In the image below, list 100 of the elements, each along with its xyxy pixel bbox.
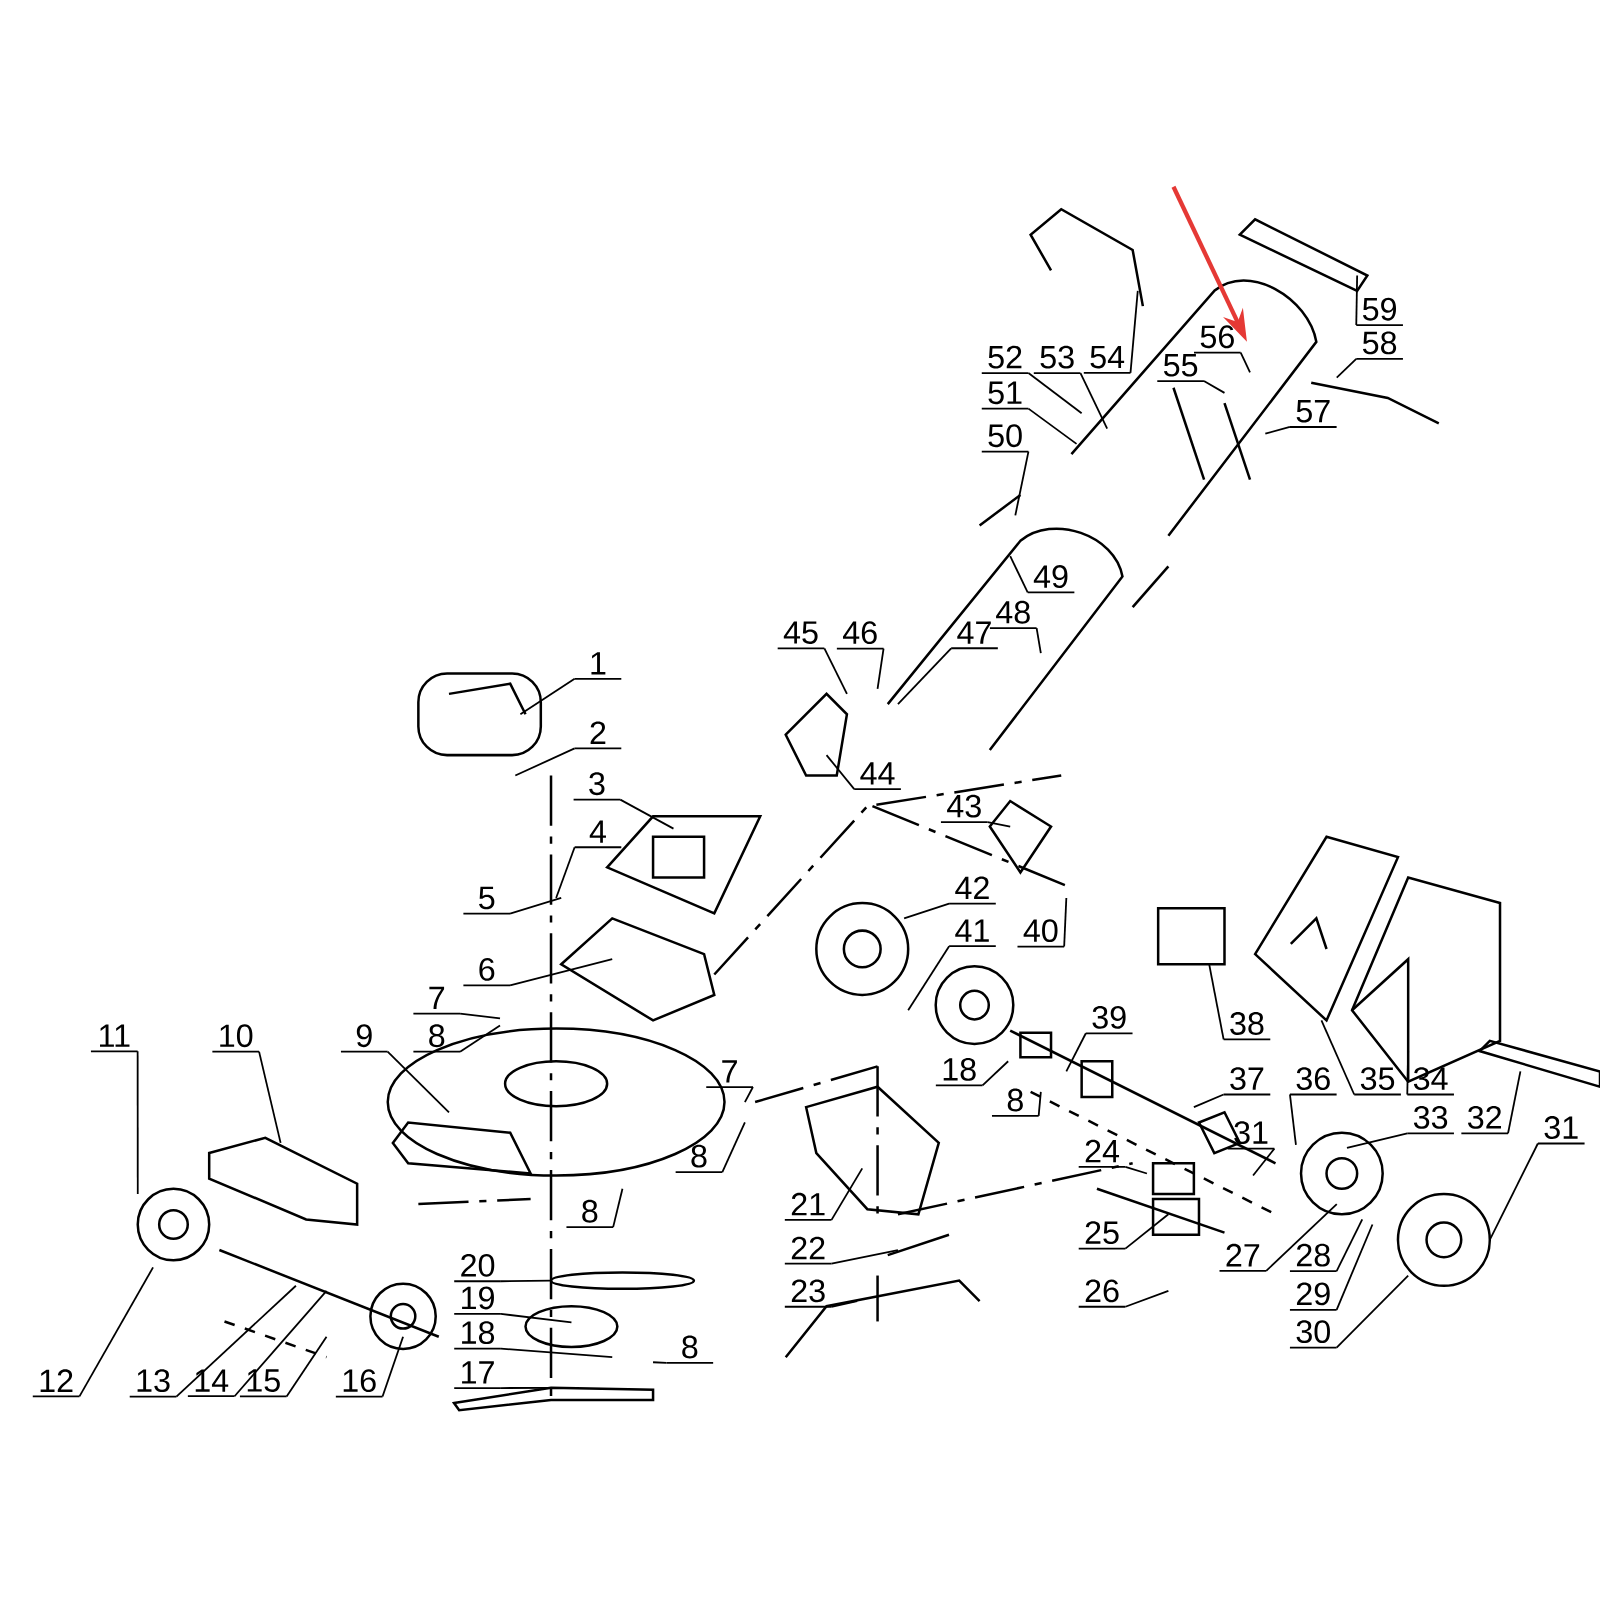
leader-line xyxy=(1335,1218,1364,1272)
callout-number: 34 xyxy=(1406,1067,1455,1096)
callout-number: 16 xyxy=(334,1369,384,1398)
callout-number: 5 xyxy=(462,886,511,915)
leader-line xyxy=(1289,1093,1297,1146)
callout-number: 47 xyxy=(950,621,999,650)
callout-number: 37 xyxy=(1222,1067,1272,1096)
leader-line xyxy=(1065,1032,1087,1073)
leader-line xyxy=(1124,1165,1148,1175)
callout-number: 8 xyxy=(665,1335,715,1364)
callout-number: 44 xyxy=(853,762,902,790)
leader-line xyxy=(1320,1019,1356,1096)
leader-line xyxy=(619,798,675,830)
callout-number: 31 xyxy=(1226,1121,1276,1150)
leader-line xyxy=(1208,963,1225,1041)
leader-line xyxy=(1335,1223,1374,1311)
leader-line xyxy=(500,1347,614,1359)
callout-number: 8 xyxy=(991,1088,1040,1117)
leader-line xyxy=(233,1289,328,1398)
callout-number: 41 xyxy=(948,919,997,948)
leader-line xyxy=(903,902,950,920)
callout-number: 7 xyxy=(705,1060,754,1088)
callout-number: 6 xyxy=(462,957,511,987)
leader-line xyxy=(136,1050,139,1195)
leader-line xyxy=(1264,426,1291,435)
callout-number: 8 xyxy=(412,1024,461,1053)
leader-line xyxy=(652,1361,668,1364)
leader-line xyxy=(1335,1274,1410,1349)
leader-line xyxy=(509,958,614,987)
callout-number: 22 xyxy=(783,1236,833,1265)
callout-number: 35 xyxy=(1353,1067,1402,1096)
leader-line xyxy=(721,1121,746,1173)
callout-number: 55 xyxy=(1156,354,1205,382)
leader-line xyxy=(500,1313,573,1324)
leader-line xyxy=(744,1086,754,1103)
leader-line xyxy=(830,1167,864,1221)
callout-number: 13 xyxy=(128,1369,178,1398)
leader-line xyxy=(986,821,1012,828)
leader-line xyxy=(1027,407,1078,445)
callout-number: 20 xyxy=(453,1253,502,1283)
callout-number: 59 xyxy=(1355,297,1404,326)
leader-line xyxy=(1063,897,1068,948)
leader-line xyxy=(1014,450,1030,517)
callout-number: 52 xyxy=(980,345,1030,374)
callout-number: 8 xyxy=(565,1199,615,1229)
callout-number: 11 xyxy=(90,1024,139,1053)
leader-line xyxy=(1193,1093,1225,1109)
callout-number: 25 xyxy=(1077,1221,1127,1250)
callout-number: 30 xyxy=(1289,1320,1338,1349)
callout-number: 32 xyxy=(1460,1105,1509,1135)
leader-line xyxy=(1507,1070,1522,1135)
callout-number: 23 xyxy=(783,1279,833,1308)
leader-line xyxy=(175,1284,297,1398)
callout-number: 8 xyxy=(674,1144,724,1173)
leader-line xyxy=(907,945,950,1012)
leader-line xyxy=(1265,1203,1338,1272)
callout-number: 7 xyxy=(412,986,461,1015)
callout-number: 18 xyxy=(934,1057,984,1087)
callout-number: 43 xyxy=(940,794,989,823)
leader-line xyxy=(1079,372,1109,430)
callout-number: 26 xyxy=(1077,1279,1127,1308)
callout-number: 46 xyxy=(835,621,885,650)
callout-number: 14 xyxy=(186,1369,236,1398)
callout-number: 36 xyxy=(1289,1067,1338,1096)
leader-line xyxy=(1124,1289,1170,1308)
callout-number: 29 xyxy=(1289,1282,1338,1311)
callout-number: 24 xyxy=(1077,1139,1127,1168)
leader-line xyxy=(1009,555,1029,594)
callout-number: 39 xyxy=(1084,1005,1134,1035)
leader-line xyxy=(823,647,848,695)
leader-line xyxy=(459,1012,501,1020)
leader-line xyxy=(612,1187,624,1229)
callout-number: 31 xyxy=(1537,1116,1586,1145)
leader-line xyxy=(500,1279,552,1283)
leader-line xyxy=(1035,627,1042,654)
callout-number: 33 xyxy=(1406,1105,1455,1135)
leader-line xyxy=(1203,380,1226,394)
callout-number: 42 xyxy=(948,876,997,905)
callout-number: 1 xyxy=(573,652,623,680)
callout-number: 51 xyxy=(980,381,1030,410)
leader-line xyxy=(459,1024,501,1053)
leader-line xyxy=(1129,289,1139,374)
leader-line xyxy=(830,1300,859,1308)
leader-line xyxy=(830,1249,899,1265)
callout-number: 56 xyxy=(1193,325,1242,354)
callout-number: 21 xyxy=(783,1192,833,1221)
callout-number: 2 xyxy=(573,721,623,750)
leader-line xyxy=(1252,1147,1276,1177)
callout-number: 40 xyxy=(1016,919,1066,948)
leader-line xyxy=(1037,1090,1042,1117)
callout-number: 28 xyxy=(1289,1243,1338,1272)
callout-number: 38 xyxy=(1222,1012,1272,1041)
leader-line xyxy=(876,647,885,690)
leader-line xyxy=(78,1266,154,1398)
callout-number: 3 xyxy=(572,772,622,801)
leader-line xyxy=(1355,274,1359,326)
callout-number: 15 xyxy=(239,1369,288,1398)
callout-number: 9 xyxy=(340,1024,389,1053)
leader-line xyxy=(514,747,576,777)
callout-number: 12 xyxy=(31,1369,81,1398)
